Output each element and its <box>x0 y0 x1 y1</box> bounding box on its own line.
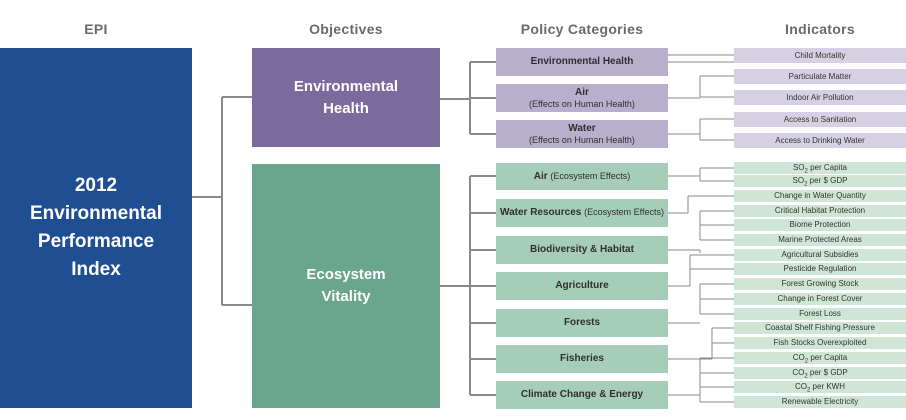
connector-ev-categories <box>440 175 496 396</box>
indicator-agricultural-subsidies: Agricultural Subsidies <box>734 249 906 261</box>
category-label: Agriculture <box>555 280 609 291</box>
indicator-post: per KWH <box>810 382 845 391</box>
indicator-text: CO2 per $ GDP <box>792 368 848 380</box>
connector-aireco-indicators <box>668 167 734 182</box>
category-label: Biodiversity & Habitat <box>530 244 634 255</box>
indicator-post: per Capita <box>808 353 848 362</box>
category-sublabel: (Ecosystem Effects) <box>550 170 631 181</box>
connector-epi-objectives <box>192 96 252 306</box>
category-climate-change-energy: Climate Change & Energy <box>496 381 668 409</box>
indicator-subscript: 2 <box>804 373 808 380</box>
category-biodiversity-habitat: Biodiversity & Habitat <box>496 236 668 264</box>
header-indicators: Indicators <box>785 21 855 37</box>
epi-line-4: Index <box>71 259 121 280</box>
connector-eh-categories <box>440 61 496 135</box>
connector-fisheries-indicators <box>668 327 734 360</box>
indicator-pre: SO <box>792 176 805 185</box>
category-fisheries: Fisheries <box>496 345 668 373</box>
indicator-so2-per-capita: SO2 per Capita <box>734 162 906 175</box>
indicator-renewable-electricity: Renewable Electricity <box>734 396 906 408</box>
category-air-ecosystem: Air (Ecosystem Effects) <box>496 163 668 190</box>
indicator-text: CO2 per KWH <box>794 382 845 394</box>
category-water-human-health: Water (Effects on Human Health) <box>496 120 668 148</box>
objective-ecosystem-vitality: Ecosystem Vitality <box>252 164 440 408</box>
objective-environmental-health: Environmental Health <box>252 48 440 147</box>
indicator-post: per $ GDP <box>807 368 848 377</box>
category-label: Fisheries <box>560 353 604 364</box>
objective-ev-line-2: Vitality <box>321 288 371 305</box>
indicator-change-water-quantity: Change in Water Quantity <box>734 190 906 202</box>
category-label: Climate Change & Energy <box>520 389 644 400</box>
indicator-subscript: 2 <box>804 181 808 188</box>
category-forests: Forests <box>496 309 668 337</box>
indicator-indoor-air-pollution: Indoor Air Pollution <box>734 90 906 105</box>
indicator-access-sanitation: Access to Sanitation <box>734 112 906 127</box>
objective-eh-line-1: Environmental <box>293 77 399 95</box>
indicator-particulate-matter: Particulate Matter <box>734 69 906 84</box>
indicator-pre: SO <box>792 163 805 172</box>
connector-forests-indicators <box>668 283 734 324</box>
indicator-co2-per-gdp: CO2 per $ GDP <box>734 367 906 380</box>
indicator-text: SO2 per Capita <box>792 163 848 175</box>
header-policy-categories: Policy Categories <box>520 21 644 37</box>
indicator-co2-per-capita: CO2 per Capita <box>734 352 906 365</box>
indicator-co2-per-kwh: CO2 per KWH <box>734 381 906 394</box>
indicator-forest-loss: Forest Loss <box>734 308 906 320</box>
category-sublabel: (Effects on Human Health) <box>529 99 635 109</box>
indicator-pre: CO <box>792 368 805 377</box>
indicator-post: per Capita <box>807 163 848 172</box>
indicator-subscript: 2 <box>806 387 811 394</box>
category-label: Water Resources <box>500 207 582 218</box>
connector-climate-indicators <box>668 357 734 403</box>
indicator-so2-per-gdp: SO2 per $ GDP <box>734 175 906 188</box>
category-label: Environmental Health <box>530 56 634 67</box>
connector-envhealth-indicators <box>668 54 734 63</box>
epi-box: 2012 Environmental Performance Index <box>0 48 192 408</box>
category-label: Air <box>533 170 548 182</box>
category-sublabel: (Ecosystem Effects) <box>584 207 664 217</box>
connector-agri-indicators <box>668 254 734 287</box>
connector-waterhuman-indicators <box>668 118 734 141</box>
indicator-pre: CO <box>792 353 805 362</box>
category-inline: Water Resources (Ecosystem Effects) <box>500 207 664 219</box>
header-epi: EPI <box>84 21 108 37</box>
indicator-pre: CO <box>794 382 807 391</box>
header-objectives: Objectives <box>309 21 383 37</box>
category-agriculture: Agriculture <box>496 272 668 300</box>
indicator-subscript: 2 <box>804 358 809 365</box>
epi-line-2: Environmental <box>30 203 162 224</box>
indicator-text: SO2 per $ GDP <box>792 176 848 188</box>
category-inline: Air (Ecosystem Effects) <box>534 171 631 183</box>
category-sublabel: (Effects on Human Health) <box>529 135 635 145</box>
indicator-pesticide-regulation: Pesticide Regulation <box>734 263 906 275</box>
indicator-access-drinking-water: Access to Drinking Water <box>734 133 906 148</box>
indicator-coastal-shelf-fishing-pressure: Coastal Shelf Fishing Pressure <box>734 322 906 334</box>
indicator-fish-stocks-overexploited: Fish Stocks Overexploited <box>734 337 906 349</box>
category-water-resources: Water Resources (Ecosystem Effects) <box>496 199 668 227</box>
connector-waterres-indicators <box>668 195 734 214</box>
connector-airhuman-indicators <box>668 75 734 99</box>
indicator-biome-protection: Biome Protection <box>734 219 906 231</box>
indicator-text: CO2 per Capita <box>792 353 848 365</box>
indicator-change-forest-cover: Change in Forest Cover <box>734 293 906 305</box>
objective-ev-line-1: Ecosystem <box>306 266 386 283</box>
indicator-marine-protected-areas: Marine Protected Areas <box>734 234 906 246</box>
epi-line-3: Performance <box>37 231 155 252</box>
category-label: Air <box>575 87 589 98</box>
category-environmental-health: Environmental Health <box>496 48 668 76</box>
indicator-forest-growing-stock: Forest Growing Stock <box>734 278 906 290</box>
indicator-critical-habitat-protection: Critical Habitat Protection <box>734 205 906 217</box>
indicator-post: per $ GDP <box>807 176 848 185</box>
category-label: Forests <box>563 317 601 328</box>
connector-biodiv-indicators <box>668 210 734 253</box>
epi-line-1: 2012 <box>74 175 118 196</box>
category-air-human-health: Air (Effects on Human Health) <box>496 84 668 112</box>
indicator-subscript: 2 <box>804 168 808 175</box>
objective-eh-line-2: Health <box>323 99 369 117</box>
category-label: Water <box>568 123 596 134</box>
indicator-child-mortality: Child Mortality <box>734 48 906 63</box>
